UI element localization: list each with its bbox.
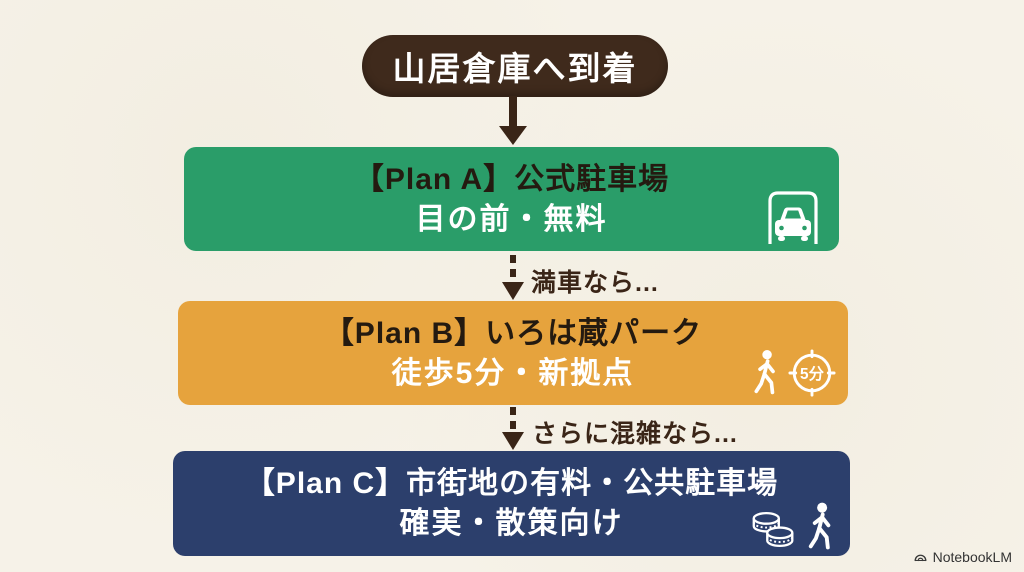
plan-c-subtitle: 確実・散策向け [399, 507, 624, 540]
notebooklm-logo-icon [914, 554, 927, 561]
start-node-label: 山居倉庫へ到着 [392, 50, 638, 87]
start-node: 山居倉庫へ到着 [362, 35, 668, 97]
walking-person-icon [754, 349, 775, 395]
arrow-down-icon [499, 96, 527, 145]
stopwatch-icon: 5分 [788, 349, 836, 397]
car-in-garage-icon [768, 191, 818, 244]
plan-c-box: 【Plan C】市街地の有料・公共駐車場 確実・散策向け [173, 451, 850, 556]
dashed-arrow-down-icon [502, 407, 524, 450]
plan-a-subtitle: 目の前・無料 [415, 202, 608, 236]
plan-b-box: 【Plan B】いろは蔵パーク 徒歩5分・新拠点 [178, 301, 848, 405]
notebooklm-label: NotebookLM [932, 549, 1012, 565]
stopwatch-minutes-label: 5分 [800, 365, 825, 383]
plan-c-title: 【Plan C】市街地の有料・公共駐車場 [244, 467, 779, 500]
notebooklm-watermark: NotebookLM [913, 549, 1012, 565]
plan-b-subtitle: 徒歩5分・新拠点 [391, 356, 635, 390]
dashed-arrow-down-icon [502, 255, 524, 300]
coins-icon [752, 511, 794, 548]
plan-a-box: 【Plan A】公式駐車場 目の前・無料 [184, 147, 839, 251]
connector-label-if-more-crowded: さらに混雑なら... [532, 420, 738, 448]
plan-a-title: 【Plan A】公式駐車場 [353, 162, 670, 196]
walking-person-icon [808, 502, 831, 550]
plan-b-title: 【Plan B】いろは蔵パーク [323, 316, 703, 350]
connector-label-if-full: 満車なら... [531, 269, 659, 297]
